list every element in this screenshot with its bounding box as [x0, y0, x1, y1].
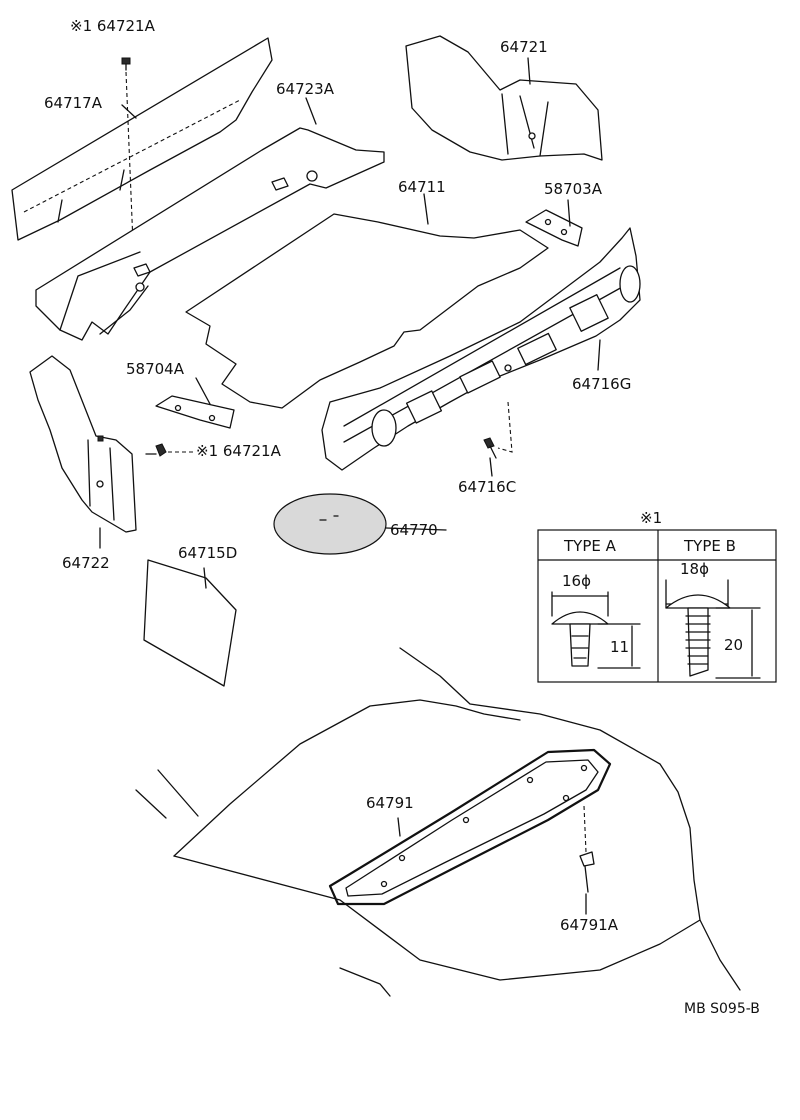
label-64770: 64770: [390, 521, 438, 539]
part-58703a-bracket: [525, 209, 583, 247]
part-64722-left-side-trim: [29, 355, 137, 533]
part-labels: ※1 64721A 64717A 64723A 64721 64711 5870…: [44, 17, 760, 1017]
type-b-height: 20: [724, 636, 743, 654]
label-64721a-left: ※1 64721A: [196, 442, 282, 460]
clip-64716c: [483, 401, 513, 459]
type-b-diameter: 18ϕ: [680, 560, 709, 578]
part-64721-right-side-trim: [405, 35, 603, 161]
clip-64721a-left: [145, 443, 194, 457]
part-64716g-rear-panel-trim: [321, 227, 641, 471]
part-64723a-side-trim: [35, 127, 385, 341]
type-a-header: TYPE A: [563, 537, 617, 555]
label-64715d: 64715D: [178, 544, 237, 562]
part-64770-round-cover: [273, 493, 387, 555]
label-58703a: 58703A: [544, 180, 603, 198]
label-64711: 64711: [398, 178, 446, 196]
part-64711-floor-mat: [185, 213, 549, 409]
label-64791a: 64791A: [560, 916, 619, 934]
type-a-diameter: 16ϕ: [562, 572, 591, 590]
label-64791: 64791: [366, 794, 414, 812]
label-64716g: 64716G: [572, 375, 631, 393]
type-b-clip-drawing: 18ϕ 20: [665, 560, 761, 679]
label-58704a: 58704A: [126, 360, 185, 378]
clip-type-table: ※1 TYPE A TYPE B 16ϕ 11 18ϕ 20: [537, 509, 777, 683]
part-64717a-tray-trim: [11, 37, 273, 241]
label-64723a: 64723A: [276, 80, 335, 98]
label-64716c: 64716C: [458, 478, 516, 496]
label-64722: 64722: [62, 554, 110, 572]
type-a-height: 11: [610, 638, 629, 656]
type-a-clip-drawing: 16ϕ 11: [551, 572, 641, 669]
trunk-lid-body: [135, 647, 741, 997]
part-58704a-bracket: [155, 395, 235, 429]
label-64721: 64721: [500, 38, 548, 56]
leader-lines: [99, 57, 601, 915]
label-64721a-top: ※1 64721A: [70, 17, 156, 35]
table-note-mark: ※1: [640, 509, 662, 527]
clip-64791a: [579, 805, 595, 893]
part-64715d-trim-sheet: [143, 559, 237, 687]
type-b-header: TYPE B: [683, 537, 736, 555]
diagram-code: MB S095-B: [684, 1001, 760, 1017]
label-64717a: 64717A: [44, 94, 103, 112]
